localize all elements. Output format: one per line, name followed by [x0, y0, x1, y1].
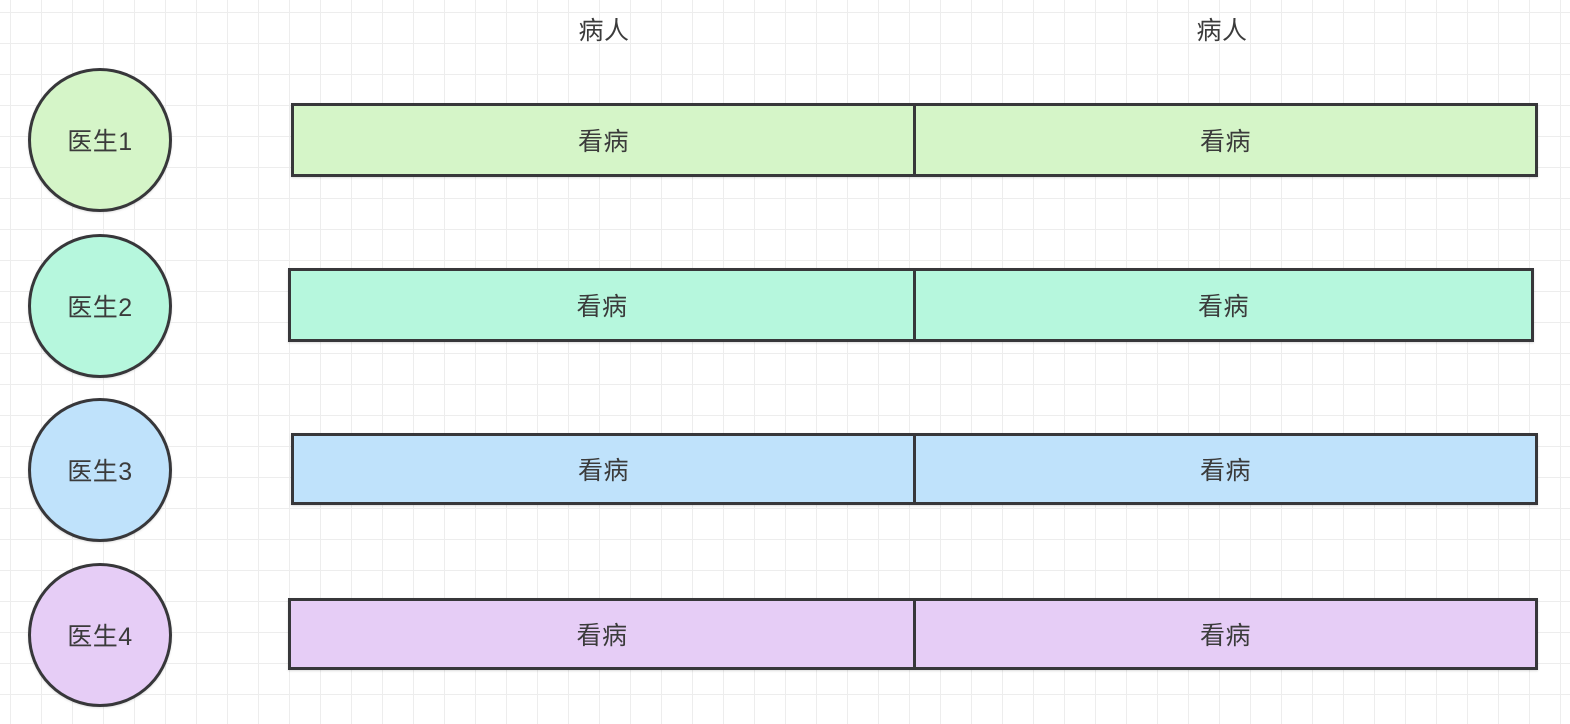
- activity-segment[interactable]: 看病: [913, 436, 1535, 502]
- activity-label: 看病: [1199, 622, 1251, 650]
- actor-circle-doctor-3[interactable]: 医生3: [28, 398, 172, 542]
- activity-label: 看病: [1199, 128, 1251, 156]
- column-header-label: 病人: [1196, 17, 1248, 45]
- actor-circle-doctor-4[interactable]: 医生4: [28, 563, 172, 707]
- activity-segment[interactable]: 看病: [294, 436, 913, 502]
- activity-label: 看病: [1197, 293, 1249, 321]
- column-header-label: 病人: [578, 17, 630, 45]
- actor-label: 医生1: [67, 128, 133, 156]
- activity-label: 看病: [576, 293, 628, 321]
- activity-label: 看病: [576, 622, 628, 650]
- activity-bar-doctor-4[interactable]: 看病 看病: [288, 598, 1538, 670]
- column-header-patient-1: 病人: [578, 16, 629, 46]
- actor-label: 医生4: [67, 623, 133, 651]
- activity-label: 看病: [1199, 457, 1251, 485]
- activity-segment[interactable]: 看病: [913, 601, 1535, 667]
- column-header-patient-2: 病人: [1196, 16, 1247, 46]
- activity-segment[interactable]: 看病: [291, 271, 913, 339]
- actor-label: 医生2: [67, 294, 133, 322]
- activity-segment[interactable]: 看病: [912, 271, 1531, 339]
- activity-bar-doctor-1[interactable]: 看病 看病: [291, 103, 1538, 177]
- activity-segment[interactable]: 看病: [913, 106, 1535, 174]
- actor-circle-doctor-1[interactable]: 医生1: [28, 68, 172, 212]
- activity-segment[interactable]: 看病: [291, 601, 913, 667]
- activity-label: 看病: [577, 457, 629, 485]
- activity-bar-doctor-2[interactable]: 看病 看病: [288, 268, 1534, 342]
- actor-label: 医生3: [67, 458, 133, 486]
- activity-label: 看病: [577, 128, 629, 156]
- activity-segment[interactable]: 看病: [294, 106, 913, 174]
- actor-circle-doctor-2[interactable]: 医生2: [28, 234, 172, 378]
- activity-bar-doctor-3[interactable]: 看病 看病: [291, 433, 1538, 505]
